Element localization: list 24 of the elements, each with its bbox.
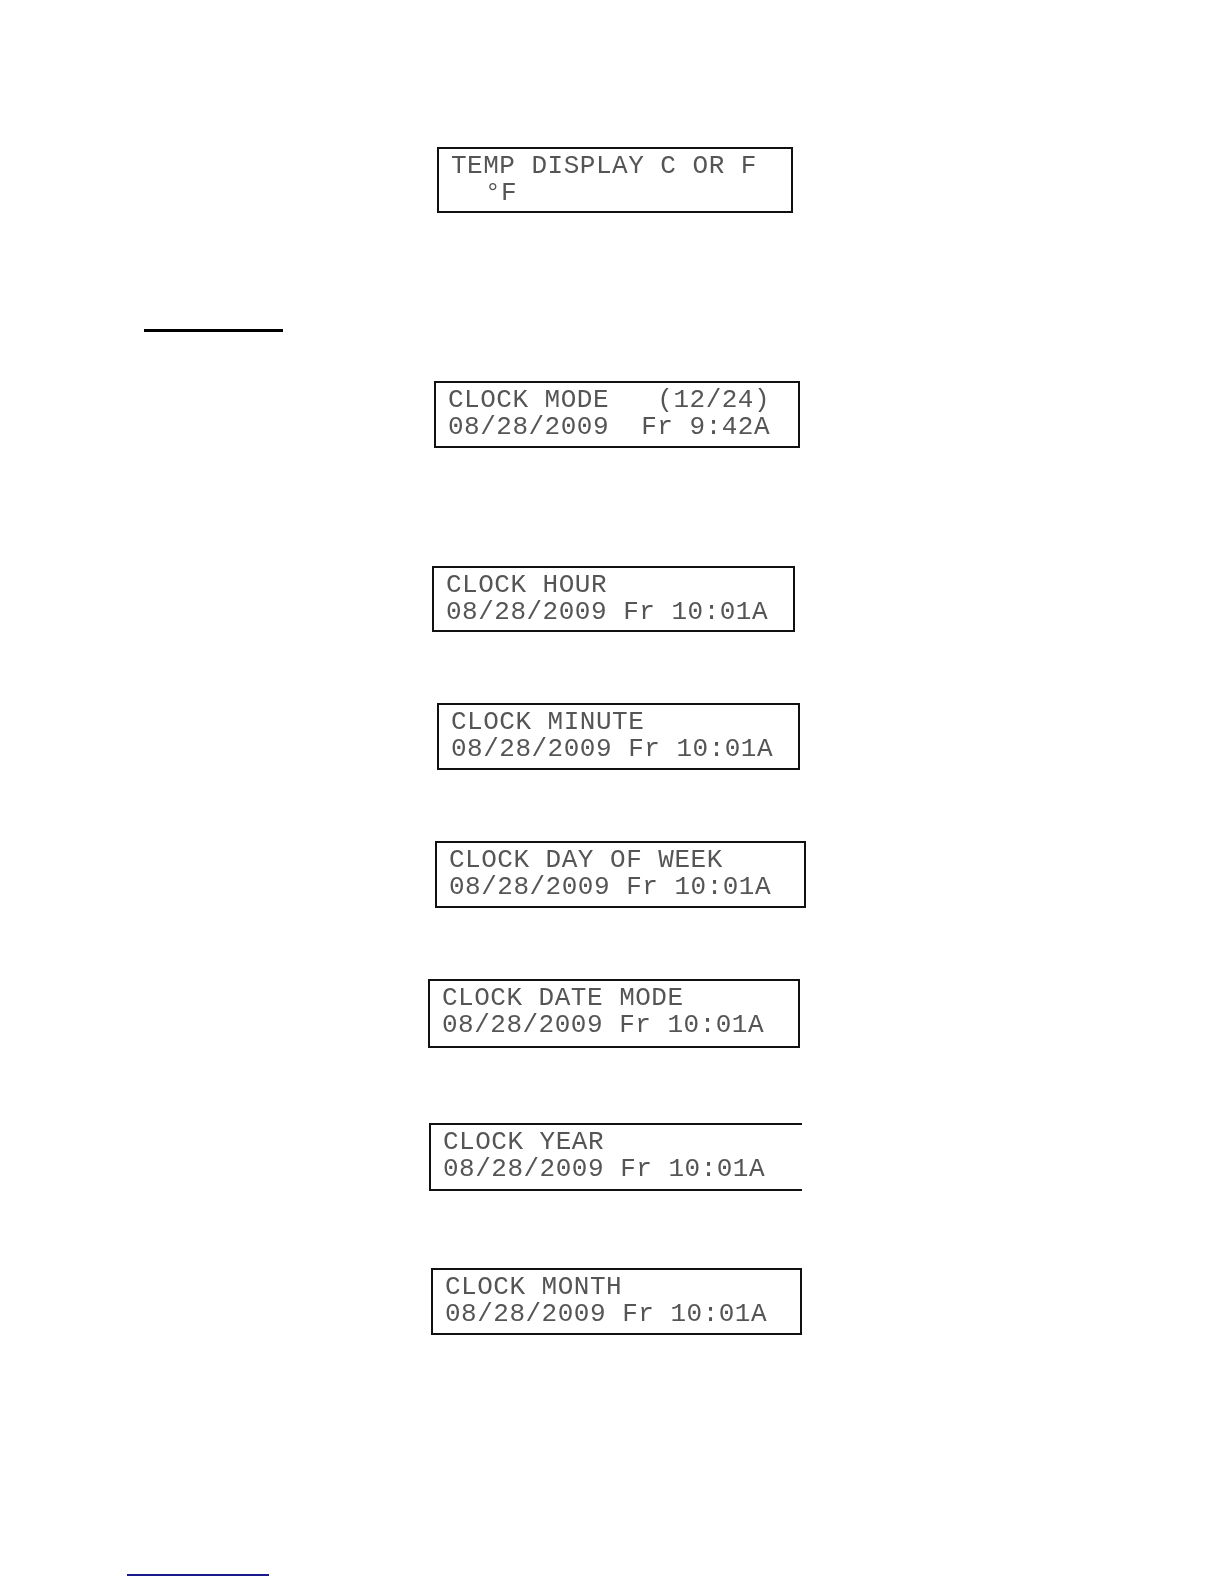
display-line: CLOCK MONTH — [445, 1274, 624, 1301]
display-line: CLOCK MODE (12/24) — [448, 387, 772, 414]
display-value: 08/28/2009 Fr 10:01A — [443, 1156, 767, 1183]
display-line: CLOCK HOUR — [446, 572, 609, 599]
display-value: °F — [484, 180, 519, 207]
display-value: 08/28/2009 Fr 10:01A — [449, 874, 773, 901]
lcd-display — [437, 703, 800, 770]
display-line: CLOCK DATE MODE — [442, 985, 685, 1012]
lcd-display — [435, 841, 806, 908]
lcd-display — [434, 381, 800, 448]
display-value: 08/28/2009 Fr 10:01A — [446, 599, 770, 626]
display-line: CLOCK DAY OF WEEK — [449, 847, 724, 874]
display-line: CLOCK YEAR — [443, 1129, 606, 1156]
display-line: TEMP DISPLAY C OR F — [451, 153, 758, 180]
display-value: 08/28/2009 Fr 10:01A — [442, 1012, 766, 1039]
display-line: CLOCK MINUTE — [451, 709, 646, 736]
lcd-display — [437, 147, 793, 213]
lcd-display — [431, 1268, 802, 1335]
lcd-display — [429, 1123, 802, 1191]
lcd-display — [428, 979, 800, 1048]
display-value: 08/28/2009 Fr 9:42A — [448, 414, 772, 441]
display-value: 08/28/2009 Fr 10:01A — [445, 1301, 769, 1328]
display-value: 08/28/2009 Fr 10:01A — [451, 736, 775, 763]
lcd-display — [432, 566, 795, 632]
